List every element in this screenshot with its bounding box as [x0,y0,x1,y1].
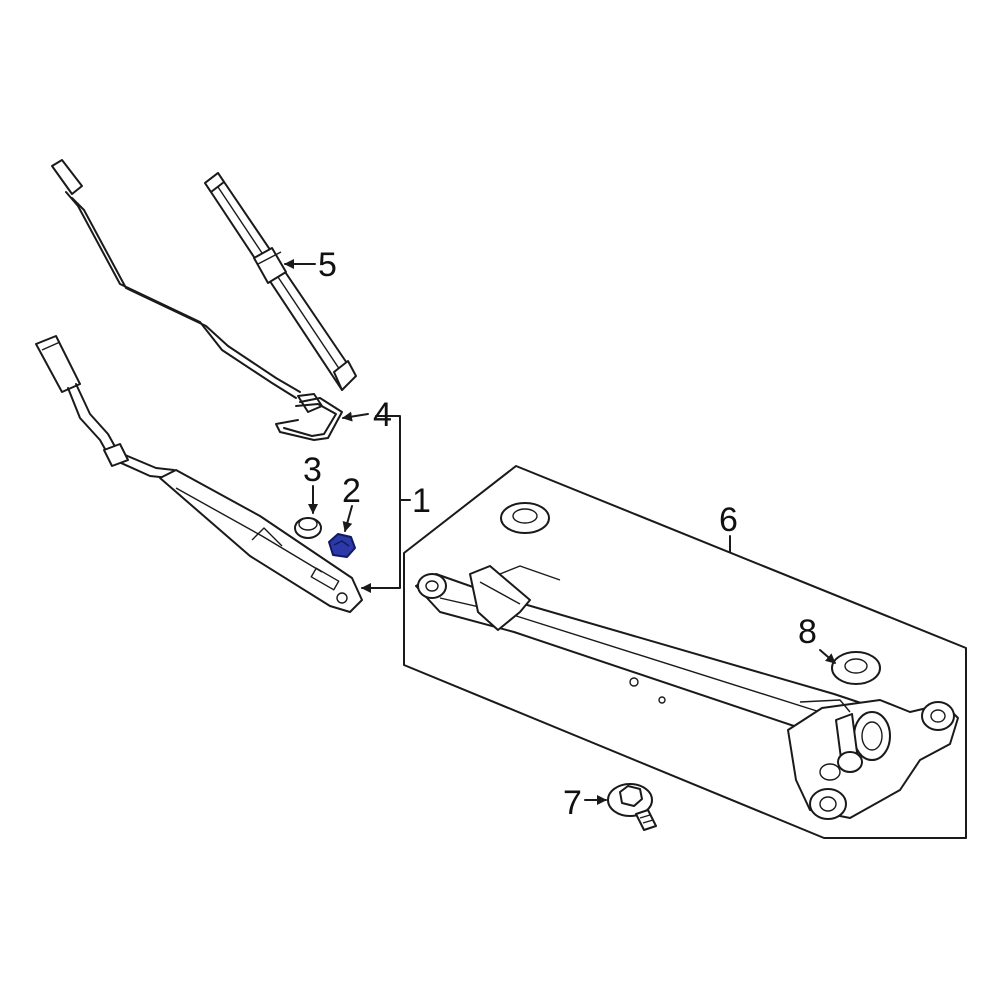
callout-3: 3 [303,451,322,489]
callout-7: 7 [563,784,582,822]
grommet-upper-icon [500,502,550,534]
callout-8: 8 [798,613,817,651]
hex-nut-icon[interactable] [328,533,356,558]
callout-1: 1 [412,482,431,520]
leader-lines [284,259,836,805]
callout-5: 5 [318,246,337,284]
nut-cap-icon[interactable] [294,517,322,539]
arm-adapter-clip-icon[interactable] [275,397,343,441]
wiper-linkage-motor-icon[interactable] [415,565,959,820]
callout-6: 6 [719,501,738,539]
part-6-outline [403,465,967,839]
flange-bolt-icon[interactable] [607,783,657,831]
upper-wiper-arm-icon [51,159,323,413]
grommet-icon[interactable] [831,651,881,685]
callout-4: 4 [373,396,392,434]
wiper-blade-icon[interactable] [204,172,357,391]
wiper-arm-assembly-icon[interactable] [35,335,363,613]
callout-2: 2 [342,472,361,510]
